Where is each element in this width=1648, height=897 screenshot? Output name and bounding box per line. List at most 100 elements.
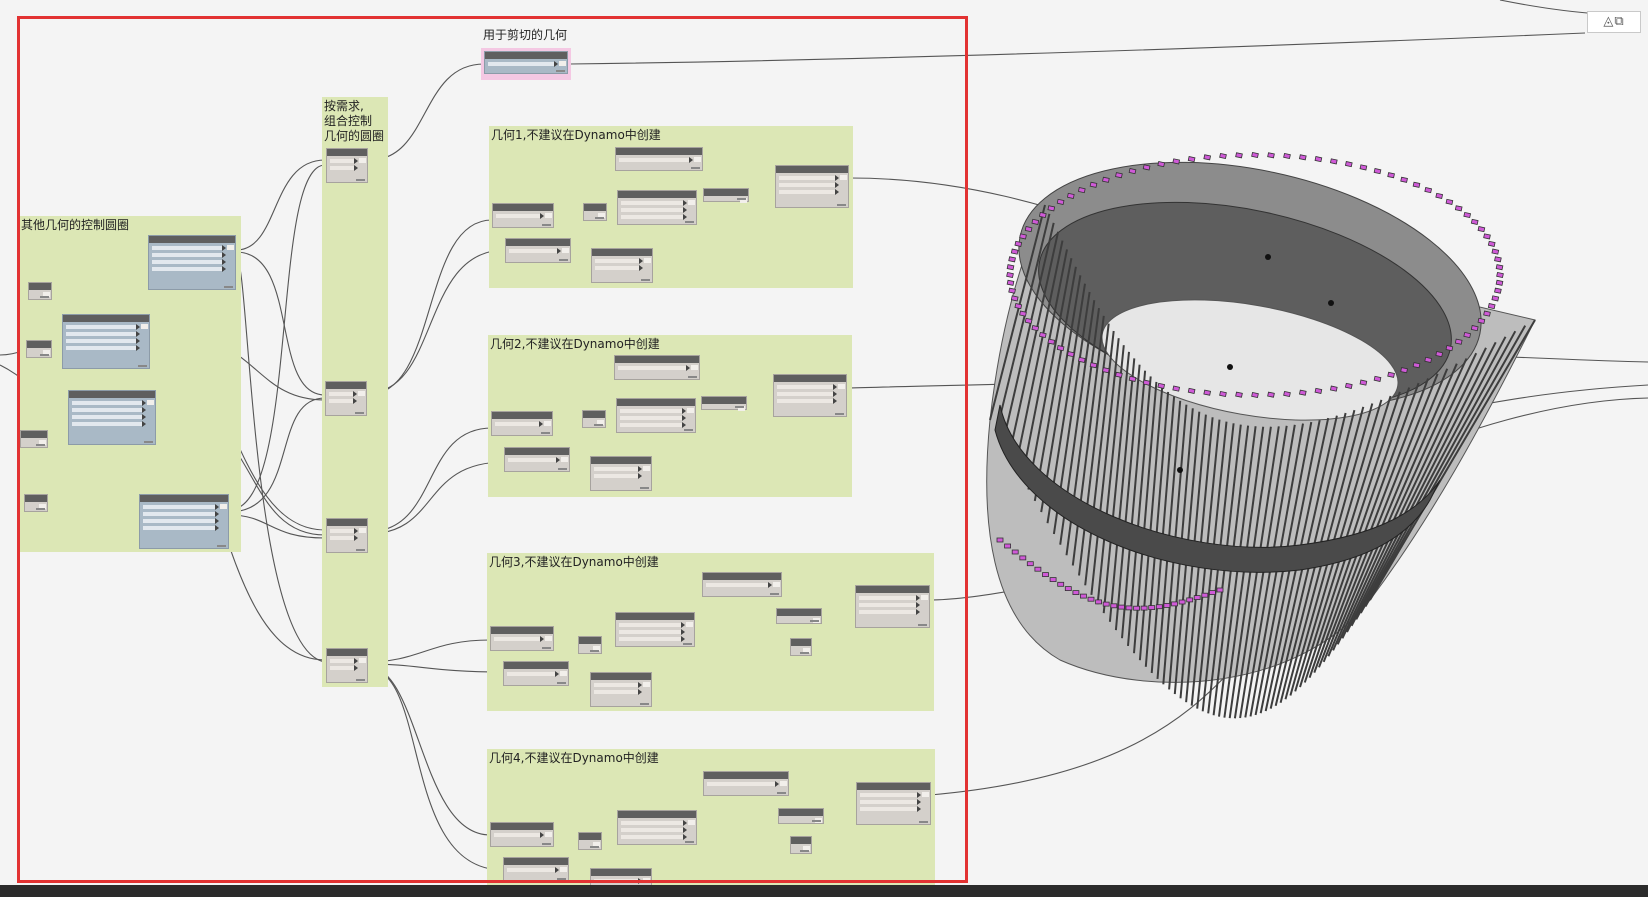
output-port[interactable] bbox=[643, 682, 650, 687]
dynamo-node[interactable] bbox=[490, 822, 554, 847]
input-port[interactable] bbox=[152, 253, 223, 257]
dynamo-node[interactable] bbox=[617, 810, 697, 845]
input-port[interactable] bbox=[508, 458, 557, 462]
input-port[interactable] bbox=[859, 610, 917, 614]
output-port[interactable] bbox=[598, 213, 605, 218]
input-port[interactable] bbox=[777, 392, 834, 396]
output-port[interactable] bbox=[593, 646, 600, 651]
input-port[interactable] bbox=[495, 422, 540, 426]
input-port[interactable] bbox=[329, 392, 354, 396]
output-port[interactable] bbox=[740, 198, 747, 203]
output-port[interactable] bbox=[738, 406, 745, 411]
output-port[interactable] bbox=[545, 636, 552, 641]
output-port[interactable] bbox=[39, 440, 46, 445]
output-port[interactable] bbox=[597, 420, 604, 425]
input-port[interactable] bbox=[621, 821, 684, 825]
output-port[interactable] bbox=[803, 648, 810, 653]
node-header[interactable] bbox=[591, 457, 651, 464]
input-port[interactable] bbox=[779, 190, 836, 194]
output-port[interactable] bbox=[644, 258, 651, 263]
input-port[interactable] bbox=[594, 474, 639, 478]
input-port[interactable] bbox=[619, 623, 682, 627]
node-header[interactable] bbox=[579, 637, 601, 644]
input-port[interactable] bbox=[594, 467, 639, 471]
output-port[interactable] bbox=[840, 175, 847, 180]
input-port[interactable] bbox=[621, 201, 684, 205]
dynamo-node[interactable] bbox=[583, 203, 607, 221]
output-port[interactable] bbox=[643, 466, 650, 471]
input-port[interactable] bbox=[620, 416, 683, 420]
input-port[interactable] bbox=[72, 401, 143, 405]
output-port[interactable] bbox=[780, 781, 787, 786]
input-port[interactable] bbox=[494, 833, 541, 837]
input-port[interactable] bbox=[621, 208, 684, 212]
dynamo-node[interactable] bbox=[855, 585, 930, 628]
node-header[interactable] bbox=[27, 341, 51, 348]
output-port[interactable] bbox=[691, 365, 698, 370]
dynamo-node[interactable] bbox=[20, 430, 48, 448]
output-port[interactable] bbox=[561, 457, 568, 462]
dynamo-node[interactable] bbox=[776, 608, 822, 624]
dynamo-node[interactable] bbox=[617, 190, 697, 225]
node-header[interactable] bbox=[777, 609, 821, 616]
node-header[interactable] bbox=[25, 495, 47, 502]
input-port[interactable] bbox=[594, 879, 639, 883]
input-port[interactable] bbox=[143, 519, 216, 523]
output-port[interactable] bbox=[803, 846, 810, 851]
input-port[interactable] bbox=[620, 409, 683, 413]
output-port[interactable] bbox=[227, 245, 234, 250]
input-port[interactable] bbox=[143, 526, 216, 530]
dynamo-node[interactable] bbox=[504, 447, 570, 472]
dynamo-node[interactable] bbox=[778, 808, 824, 824]
dynamo-node[interactable] bbox=[139, 494, 229, 549]
node-header[interactable] bbox=[584, 204, 606, 211]
node-header[interactable] bbox=[579, 833, 601, 840]
dynamo-node[interactable] bbox=[503, 661, 569, 686]
node-header[interactable] bbox=[776, 166, 848, 173]
node-header[interactable] bbox=[506, 239, 570, 246]
node-header[interactable] bbox=[326, 382, 366, 389]
input-port[interactable] bbox=[779, 176, 836, 180]
input-port[interactable] bbox=[619, 630, 682, 634]
node-header[interactable] bbox=[704, 772, 788, 779]
dynamo-node[interactable] bbox=[591, 248, 653, 283]
dynamo-node[interactable] bbox=[24, 494, 48, 512]
input-port[interactable] bbox=[329, 399, 354, 403]
output-port[interactable] bbox=[562, 248, 569, 253]
3d-preview-geometry[interactable] bbox=[986, 124, 1536, 719]
input-port[interactable] bbox=[860, 793, 918, 797]
output-port[interactable] bbox=[39, 504, 46, 509]
dynamo-node[interactable] bbox=[701, 396, 747, 411]
node-header[interactable] bbox=[492, 412, 552, 419]
input-port[interactable] bbox=[66, 339, 137, 343]
output-port[interactable] bbox=[643, 878, 650, 883]
node-header[interactable] bbox=[485, 52, 567, 59]
dynamo-node[interactable] bbox=[703, 771, 789, 796]
view-toggle-button[interactable]: ◬⧉ bbox=[1587, 11, 1641, 33]
input-port[interactable] bbox=[66, 332, 137, 336]
dynamo-node[interactable] bbox=[490, 626, 554, 651]
input-port[interactable] bbox=[72, 415, 143, 419]
input-port[interactable] bbox=[594, 683, 639, 687]
node-header[interactable] bbox=[29, 283, 51, 290]
output-port[interactable] bbox=[43, 350, 50, 355]
input-port[interactable] bbox=[621, 835, 684, 839]
dynamo-node[interactable] bbox=[491, 411, 553, 436]
node-header[interactable] bbox=[616, 613, 694, 620]
dynamo-node[interactable] bbox=[616, 398, 696, 433]
node-header[interactable] bbox=[618, 811, 696, 818]
input-port[interactable] bbox=[143, 512, 216, 516]
output-port[interactable] bbox=[560, 671, 567, 676]
node-header[interactable] bbox=[618, 191, 696, 198]
node-header[interactable] bbox=[704, 189, 748, 196]
node-header[interactable] bbox=[327, 649, 367, 656]
dynamo-node[interactable] bbox=[148, 235, 236, 290]
dynamo-node[interactable] bbox=[790, 836, 812, 854]
output-port[interactable] bbox=[141, 324, 148, 329]
dynamo-node[interactable] bbox=[702, 572, 782, 597]
input-port[interactable] bbox=[621, 828, 684, 832]
input-port[interactable] bbox=[143, 505, 216, 509]
node-header[interactable] bbox=[591, 673, 651, 680]
dynamo-node[interactable] bbox=[325, 381, 367, 416]
dynamo-node[interactable] bbox=[62, 314, 150, 369]
